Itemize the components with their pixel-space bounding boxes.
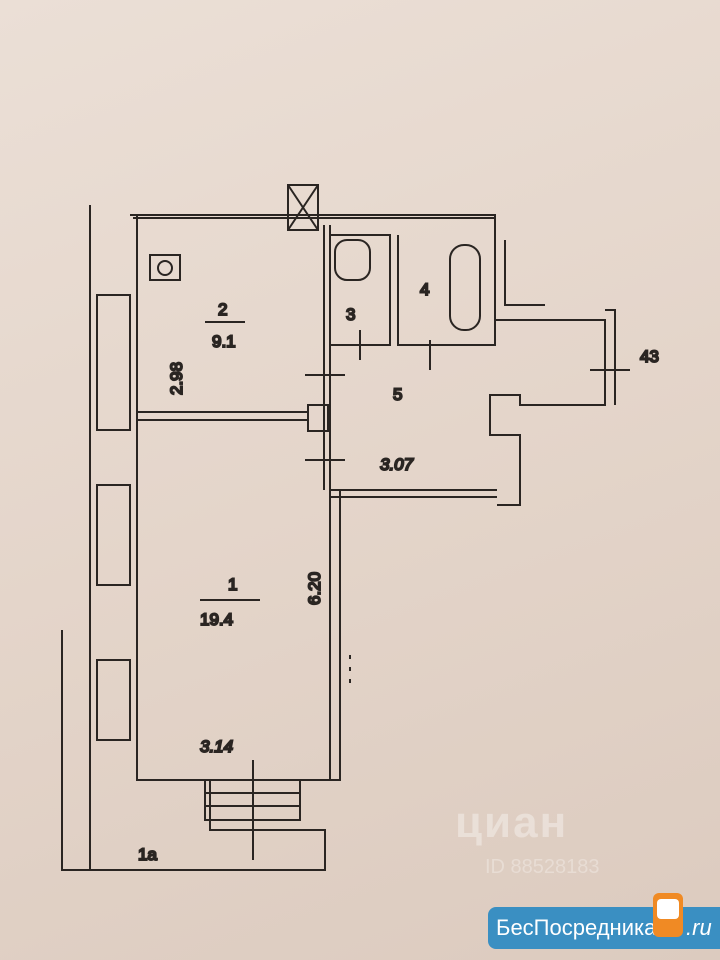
room-4-number: 4 (420, 280, 429, 299)
dim-hall-width: 3.07 (380, 455, 414, 474)
wall-mark: 43 (640, 347, 659, 366)
dim-room2-width: 2.98 (167, 362, 186, 395)
window-left (96, 294, 131, 741)
room-3-number: 3 (346, 305, 355, 324)
dim-ticks (252, 330, 630, 860)
bathtub-icon (449, 244, 481, 331)
dim-room1-length: 6.20 (305, 572, 324, 605)
wall-top (130, 214, 496, 240)
wall-right (489, 240, 616, 506)
sink-icon (149, 254, 181, 281)
besposrednika-badge[interactable]: БесПосредника .ru (488, 907, 720, 949)
wall-corridor (323, 225, 497, 780)
column (307, 404, 329, 432)
room-2-number: 2 (218, 300, 227, 319)
badge-label: БесПосредника (496, 915, 657, 940)
wall-room2-bottom (137, 411, 308, 421)
watermark-id: ID 88528183 (485, 856, 600, 878)
room-2-area: 9.1 (212, 332, 236, 351)
room-1a-number: 1а (138, 845, 157, 864)
room-5-number: 5 (393, 385, 402, 404)
cian-watermark: циан (455, 798, 569, 847)
vent-icon (287, 184, 319, 231)
room-1-number: 1 (228, 575, 237, 594)
dim-room1-width: 3.14 (200, 737, 233, 756)
room-1-area: 19.4 (200, 610, 233, 629)
wall-outer-left (61, 205, 326, 871)
badge-suffix: .ru (686, 915, 712, 940)
toilet-icon (334, 239, 371, 281)
mascot-icon (653, 893, 683, 937)
wall-room1-left (136, 215, 341, 781)
